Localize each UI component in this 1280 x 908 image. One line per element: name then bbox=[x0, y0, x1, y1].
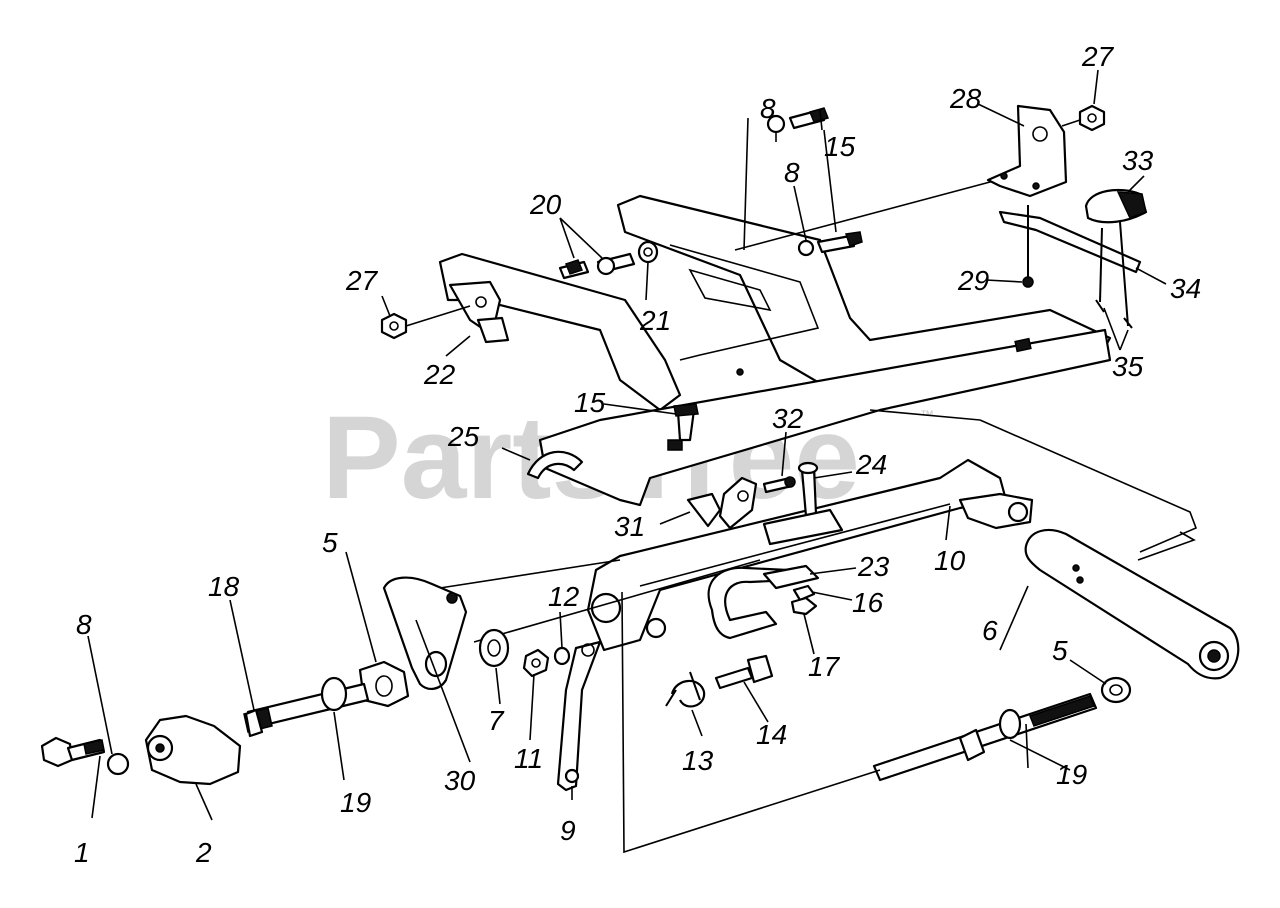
part-11-nut bbox=[522, 648, 550, 678]
callout-1: 1 bbox=[74, 837, 90, 868]
callout-30: 30 bbox=[444, 765, 476, 796]
callout-10: 10 bbox=[934, 545, 966, 576]
part-27-nut-top bbox=[1061, 104, 1106, 132]
part-6-plate bbox=[1024, 528, 1240, 680]
fasteners-top bbox=[380, 107, 863, 340]
callout-8-left: 8 bbox=[76, 609, 92, 640]
callout-12: 12 bbox=[548, 581, 580, 612]
callout-19-left: 19 bbox=[340, 787, 371, 818]
part-17-nut bbox=[790, 596, 818, 616]
callout-29: 29 bbox=[957, 265, 989, 296]
part-25-grip bbox=[526, 450, 584, 480]
callout-25: 25 bbox=[447, 421, 480, 452]
callout-11: 11 bbox=[514, 743, 543, 774]
leader-bottom bbox=[621, 591, 881, 854]
callout-8-top: 8 bbox=[760, 93, 776, 124]
part-10-beam bbox=[586, 458, 1034, 652]
callout-16: 16 bbox=[852, 587, 884, 618]
callout-28: 28 bbox=[949, 83, 982, 114]
callout-17: 17 bbox=[808, 651, 841, 682]
part-2-gear bbox=[144, 714, 242, 786]
callout-20: 20 bbox=[529, 189, 562, 220]
callout-18: 18 bbox=[208, 571, 240, 602]
beam-plate bbox=[762, 508, 844, 546]
callout-31: 31 bbox=[614, 511, 645, 542]
callout-27-left: 27 bbox=[345, 265, 379, 296]
part-16-washer bbox=[792, 584, 816, 602]
part-13-spring bbox=[670, 679, 706, 708]
upper-frame bbox=[438, 194, 1112, 507]
part-1-bolt bbox=[40, 736, 106, 768]
part-8-washer-left bbox=[106, 752, 130, 776]
callout-21: 21 bbox=[639, 305, 671, 336]
callout-9: 9 bbox=[560, 815, 576, 846]
part-34-rod bbox=[998, 210, 1142, 274]
part-7-bearing bbox=[478, 628, 510, 668]
part-19-axle-left bbox=[243, 676, 370, 733]
callout-7: 7 bbox=[488, 705, 505, 736]
callout-23: 23 bbox=[857, 551, 890, 582]
callout-15-lower: 15 bbox=[574, 387, 606, 418]
part-28-bracket bbox=[986, 104, 1068, 198]
callout-5-right: 5 bbox=[1052, 635, 1068, 666]
callout-34: 34 bbox=[1170, 273, 1201, 304]
lower-frame-outline bbox=[979, 419, 1198, 561]
callout-32: 32 bbox=[772, 403, 804, 434]
callout-8-middle: 8 bbox=[784, 157, 800, 188]
callout-15-top: 15 bbox=[824, 131, 856, 162]
callout-2: 2 bbox=[195, 837, 212, 868]
callout-24: 24 bbox=[855, 449, 887, 480]
part-18-shaft bbox=[244, 708, 264, 738]
callout-27-top: 27 bbox=[1081, 41, 1115, 72]
part-19-axle-right bbox=[872, 692, 1098, 782]
part-5-bushing-right bbox=[1100, 676, 1132, 704]
callout-33: 33 bbox=[1122, 145, 1154, 176]
callout-35: 35 bbox=[1112, 351, 1144, 382]
hook-bracket bbox=[707, 566, 794, 640]
callout-14: 14 bbox=[756, 719, 787, 750]
callout-6: 6 bbox=[982, 615, 998, 646]
callout-5-left: 5 bbox=[322, 527, 338, 558]
callout-19-right: 19 bbox=[1056, 759, 1087, 790]
part-9-arm bbox=[556, 640, 602, 792]
callout-labels: 1 2 5 5 6 7 8 8 8 9 10 11 12 13 14 15 15… bbox=[74, 41, 1201, 868]
leader-frame-to-28 bbox=[734, 177, 1006, 251]
callout-leaders bbox=[87, 69, 1167, 821]
part-12-washer bbox=[553, 646, 571, 666]
callout-13: 13 bbox=[682, 745, 714, 776]
callout-22: 22 bbox=[423, 359, 456, 390]
part-23-plate bbox=[762, 564, 820, 590]
leader-8-15-top bbox=[743, 117, 749, 251]
part-35-pins bbox=[1095, 221, 1133, 329]
